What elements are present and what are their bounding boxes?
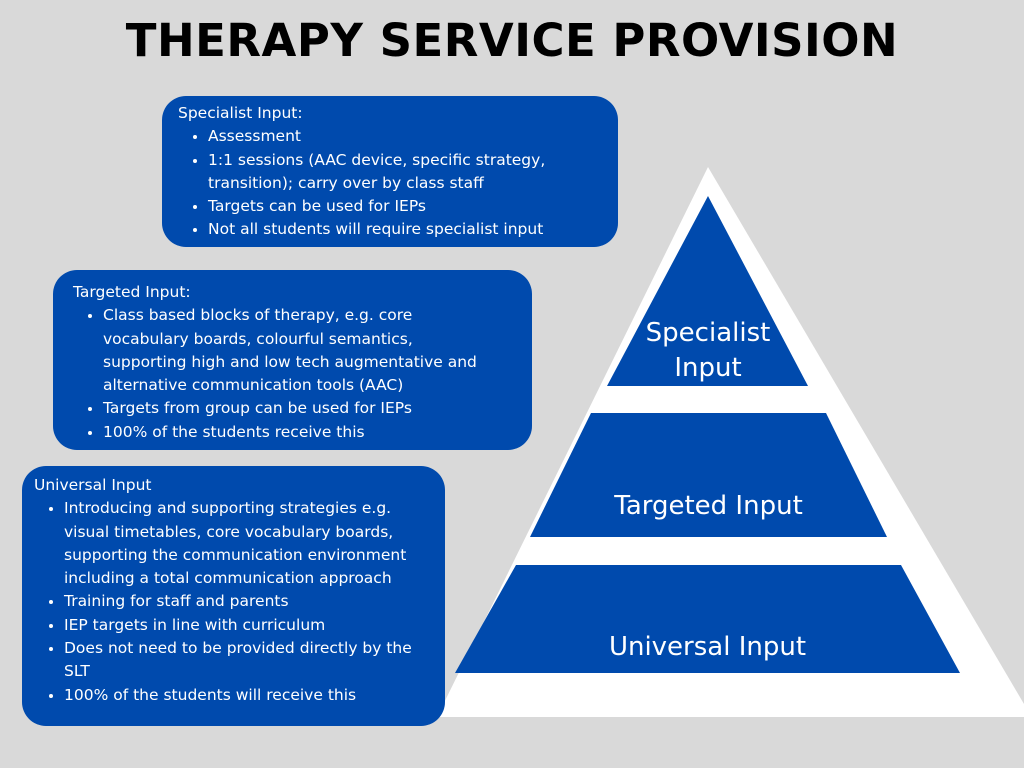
pyramid-tier-specialist — [607, 196, 808, 386]
list-item: Assessment — [208, 125, 606, 148]
pyramid-label-specialist: Specialist Input — [608, 316, 808, 386]
pyramid-label-targeted: Targeted Input — [614, 491, 803, 521]
list-item: 100% of the students receive this — [103, 421, 492, 444]
targeted-input-card: Targeted Input: Class based blocks of th… — [53, 270, 532, 450]
list-item: Targets can be used for IEPs — [208, 195, 606, 218]
bullet-list: Class based blocks of therapy, e.g. core… — [73, 304, 492, 444]
page-title: THERAPY SERVICE PROVISION — [125, 14, 899, 67]
card-heading: Targeted Input: — [73, 283, 191, 301]
list-item: Introducing and supporting strategies e.… — [64, 497, 425, 590]
list-item: Class based blocks of therapy, e.g. core… — [103, 304, 492, 397]
list-item: 100% of the students will receive this — [64, 684, 425, 707]
list-item: Not all students will require specialist… — [208, 218, 606, 241]
pyramid-tier-universal — [455, 565, 960, 673]
card-heading: Specialist Input: — [178, 104, 303, 122]
list-item: Does not need to be provided directly by… — [64, 637, 425, 684]
pyramid-tier-targeted — [530, 413, 887, 537]
pyramid-label-specialist-line1: Specialist — [645, 318, 771, 348]
pyramid-label-universal: Universal Input — [608, 632, 807, 662]
list-item: IEP targets in line with curriculum — [64, 614, 425, 637]
list-item: Targets from group can be used for IEPs — [103, 397, 492, 420]
list-item: Training for staff and parents — [64, 590, 425, 613]
list-item: 1:1 sessions (AAC device, specific strat… — [208, 149, 606, 196]
bullet-list: Assessment 1:1 sessions (AAC device, spe… — [178, 125, 606, 241]
specialist-input-card: Specialist Input: Assessment 1:1 session… — [162, 96, 618, 247]
universal-input-card: Universal Input Introducing and supporti… — [22, 466, 445, 726]
bullet-list: Introducing and supporting strategies e.… — [34, 497, 425, 707]
card-heading: Universal Input — [34, 476, 152, 494]
pyramid-label-specialist-line2: Input — [674, 353, 742, 383]
